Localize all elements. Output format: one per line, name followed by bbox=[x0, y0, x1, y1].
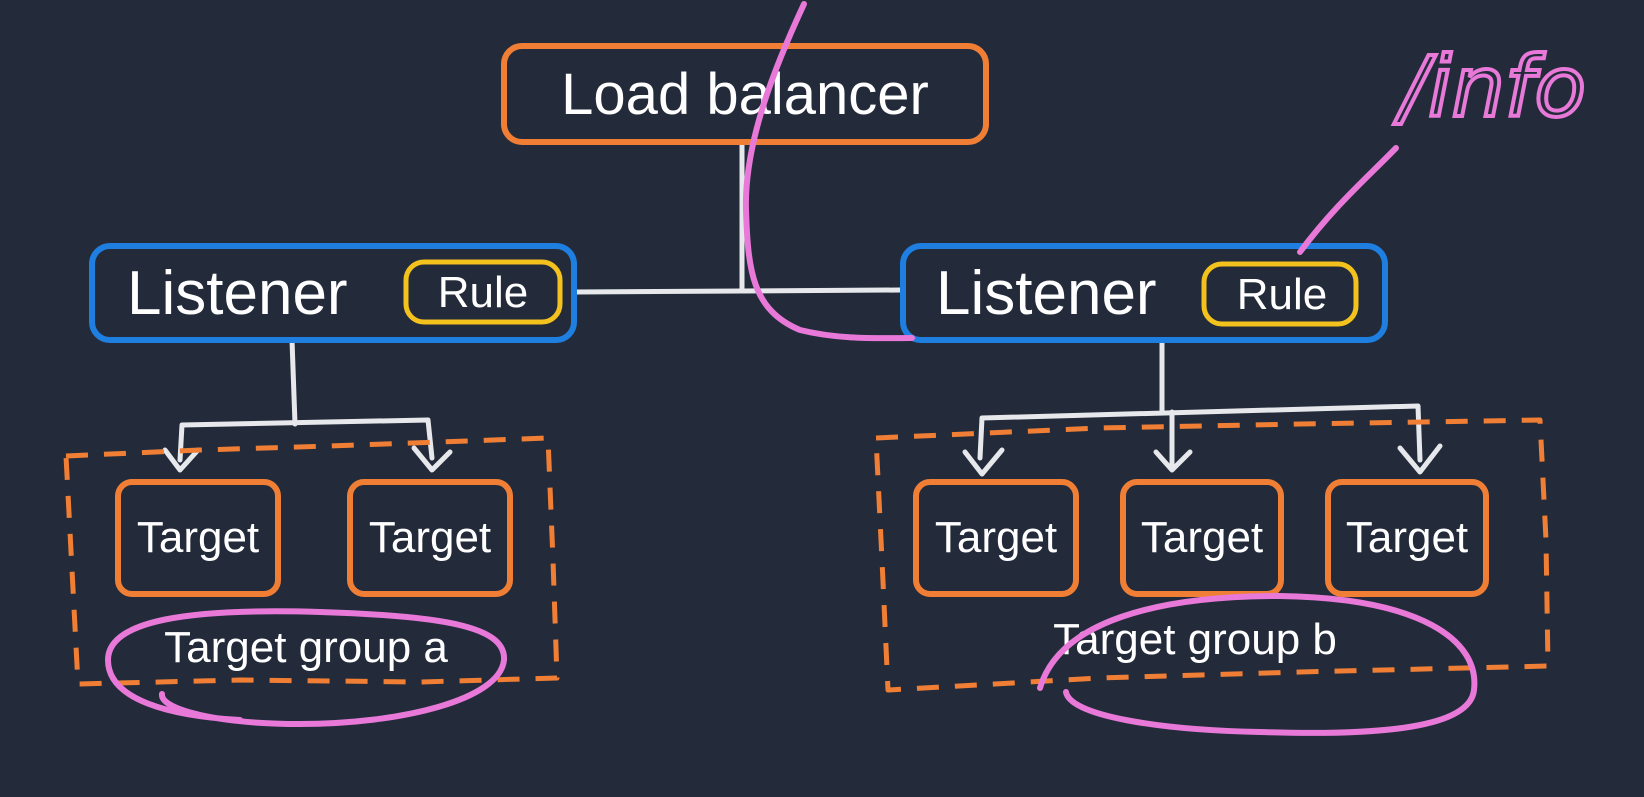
target-group-b-label: Target group b bbox=[1053, 615, 1337, 664]
target-group-a-label: Target group a bbox=[164, 623, 448, 672]
target-a2-label: Target bbox=[369, 513, 491, 562]
rule-b-box bbox=[1201, 261, 1359, 327]
annotation-circle-group-b bbox=[1037, 593, 1478, 736]
connectors bbox=[162, 142, 1443, 477]
rule-a-box bbox=[403, 259, 563, 325]
arrow-target-a1 bbox=[162, 447, 201, 473]
target-b3-box bbox=[1325, 479, 1489, 597]
target-a1-label: Target bbox=[137, 513, 259, 562]
arrow-target-a2 bbox=[411, 445, 453, 473]
connector-listener-link bbox=[572, 287, 903, 295]
rule-b-label: Rule bbox=[1237, 270, 1328, 319]
annotation-info-pointer bbox=[1297, 145, 1399, 255]
rule-a-label: Rule bbox=[438, 268, 529, 317]
target-b2-box bbox=[1120, 479, 1284, 597]
target-group-a: Target Target Target group a bbox=[63, 435, 560, 687]
connector-listener-b-branch bbox=[977, 403, 1423, 463]
target-a1-box bbox=[115, 479, 281, 597]
target-group-b: Target Target Target Target group b bbox=[873, 417, 1551, 693]
target-group-a-border bbox=[63, 435, 560, 687]
target-b1-label: Target bbox=[935, 513, 1057, 562]
target-b3-label: Target bbox=[1346, 513, 1468, 562]
target-group-b-border bbox=[873, 417, 1551, 693]
connector-listener-a-trunk bbox=[289, 337, 298, 427]
arrow-target-b3 bbox=[1397, 443, 1443, 475]
annotation-info-text: /info bbox=[1393, 38, 1586, 136]
load-balancer-node: Load balancer bbox=[501, 43, 989, 145]
target-a2-box bbox=[347, 479, 513, 597]
listener-a: Listener Rule bbox=[89, 243, 577, 343]
annotations bbox=[105, 1, 1478, 736]
annotation-route-curve bbox=[742, 1, 915, 342]
arrow-target-b1 bbox=[962, 447, 1005, 477]
listener-b: Listener Rule bbox=[900, 243, 1388, 343]
arrow-target-b2 bbox=[1153, 449, 1193, 473]
target-b2-label: Target bbox=[1141, 513, 1263, 562]
target-b1-box bbox=[913, 479, 1079, 597]
load-balancer-label: Load balancer bbox=[561, 62, 929, 127]
listener-b-label: Listener bbox=[936, 259, 1157, 328]
listener-a-label: Listener bbox=[127, 259, 348, 328]
connector-listener-a-branch bbox=[177, 417, 435, 463]
annotation-circle-group-a bbox=[105, 608, 508, 727]
